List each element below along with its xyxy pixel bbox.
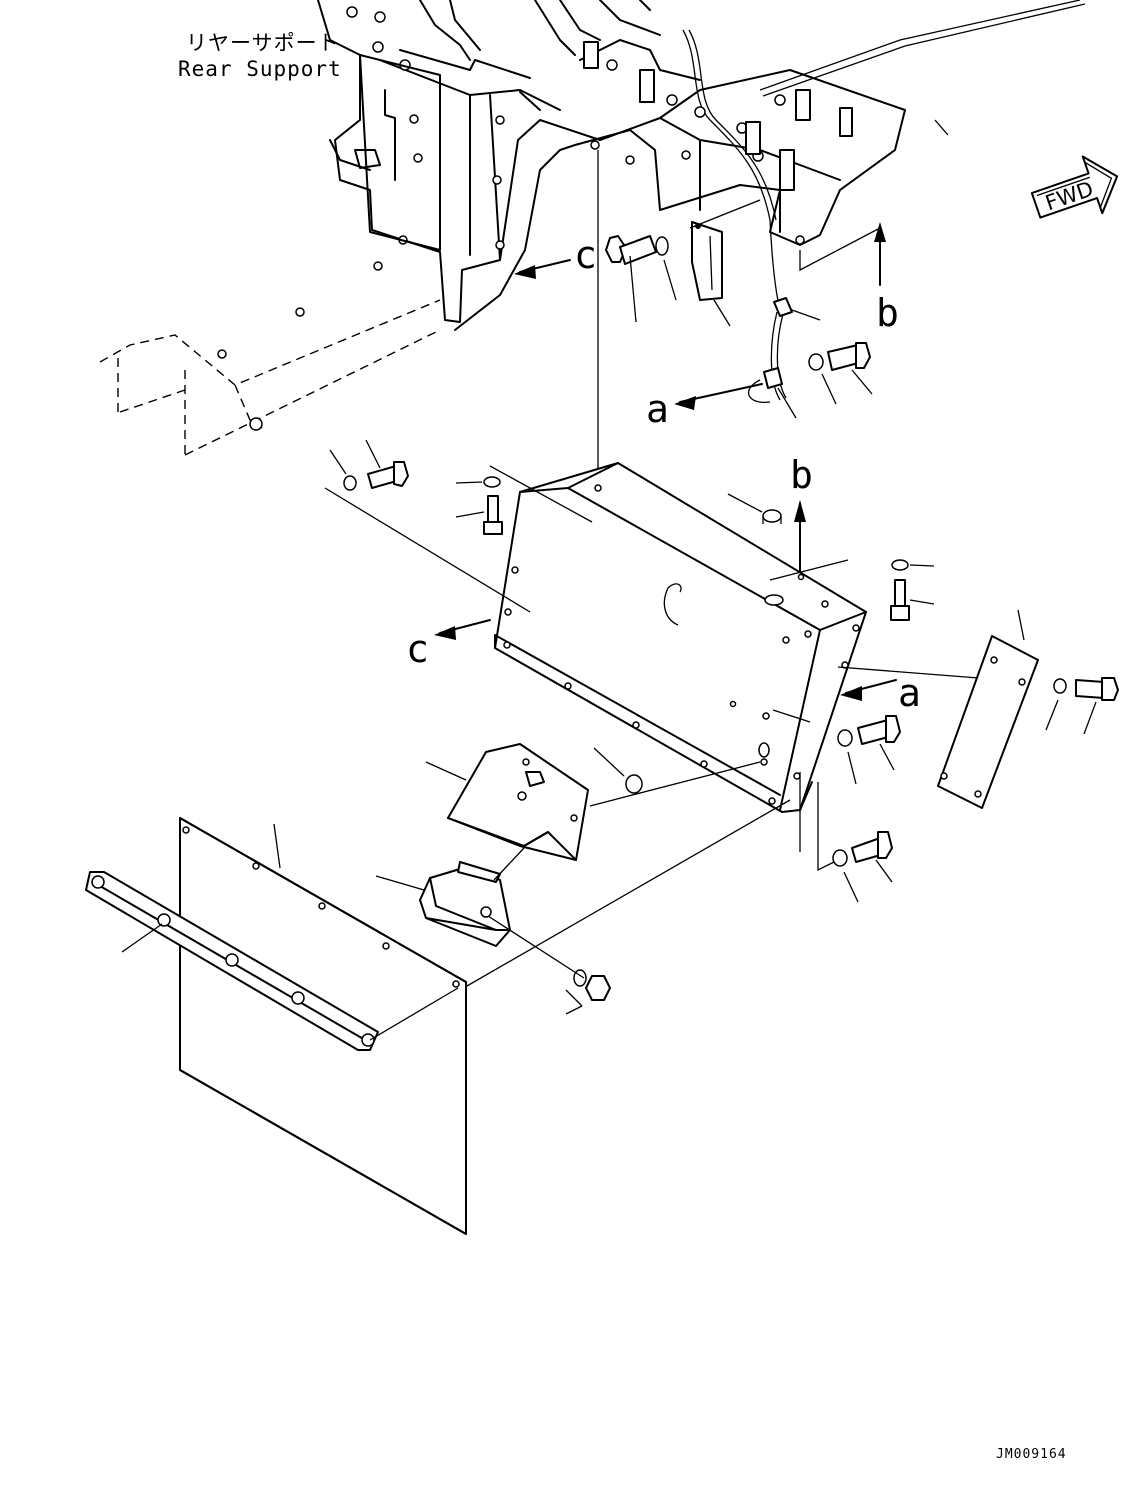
reference-arrow-c-lower — [434, 619, 491, 640]
reference-arrow-a-upper — [674, 383, 763, 410]
reference-arrow-c-upper — [514, 259, 571, 279]
rear-support-frame — [217, 0, 1086, 359]
ref-label-c-upper: c — [574, 233, 597, 277]
drawing-code: JM009164 — [996, 1447, 1067, 1462]
bolt-right-lower — [837, 715, 901, 785]
rear-support-bracket-outline — [99, 54, 441, 456]
caption-japanese: リヤーサポート — [186, 31, 340, 55]
ref-label-b-upper: b — [876, 291, 899, 335]
frame-fasteners — [217, 6, 853, 359]
bolt-hex-left — [329, 439, 409, 491]
rear-lamp — [375, 847, 525, 947]
washer-top — [655, 236, 677, 301]
caption-english: Rear Support — [178, 57, 342, 81]
washer-left-small — [455, 476, 503, 535]
bolt-bottom-right — [832, 831, 893, 903]
fwd-label: FWD — [1042, 177, 1096, 216]
mud-flap-retainer-bar — [85, 871, 459, 1051]
washer-spacer-center — [727, 493, 782, 524]
lamp-bracket — [425, 743, 589, 861]
main-cover-box — [494, 462, 867, 813]
bolt-hex-top — [605, 235, 657, 323]
lamp-nut-washer — [487, 915, 611, 1015]
reference-arrow-b-upper — [799, 222, 886, 286]
cable-clamp — [747, 297, 821, 419]
side-panel-right — [937, 609, 1119, 809]
ref-label-c-lower: c — [406, 627, 429, 671]
cable-clip-bracket — [689, 199, 761, 327]
bolt-hex-right-1 — [808, 342, 873, 405]
ref-label-a-lower: a — [898, 671, 921, 715]
forward-direction-icon: FWD — [1030, 155, 1119, 219]
ref-label-b-lower: b — [790, 453, 813, 497]
ref-label-a-upper: a — [646, 387, 669, 431]
bolt-right-upper — [890, 559, 935, 621]
washer-lower-center — [593, 747, 643, 794]
reference-arrow-a-lower — [840, 679, 897, 701]
